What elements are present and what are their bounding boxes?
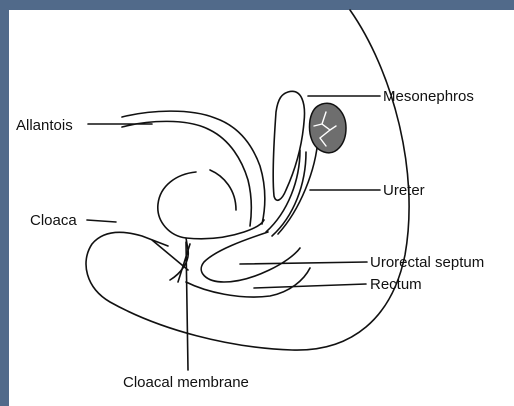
leader-rectum: [254, 284, 366, 288]
ureter-duct-2: [272, 152, 306, 236]
leader-cloaca: [87, 220, 116, 222]
leader-cloacal-membrane: [186, 242, 188, 370]
urorectal-septum-fold: [201, 232, 300, 282]
cloacal-membrane-label: Cloacal membrane: [123, 375, 249, 390]
rectum-label: Rectum: [370, 277, 422, 292]
mesonephros-outline: [273, 91, 304, 200]
urorectal-septum-label: Urorectal septum: [370, 255, 484, 270]
allantois-label: Allantois: [16, 118, 73, 133]
cloaca-upper-lip: [210, 170, 236, 210]
mesonephros-label: Mesonephros: [383, 89, 474, 104]
ureter-duct-1: [266, 150, 300, 232]
hindgut-wall: [186, 220, 264, 239]
cloaca-wall: [158, 172, 196, 280]
ureter-bud: [278, 138, 318, 234]
rectum-wall: [186, 268, 310, 297]
cloaca-label: Cloaca: [30, 213, 77, 228]
ureter-label: Ureter: [383, 183, 425, 198]
leader-urorectal-septum: [240, 262, 367, 264]
